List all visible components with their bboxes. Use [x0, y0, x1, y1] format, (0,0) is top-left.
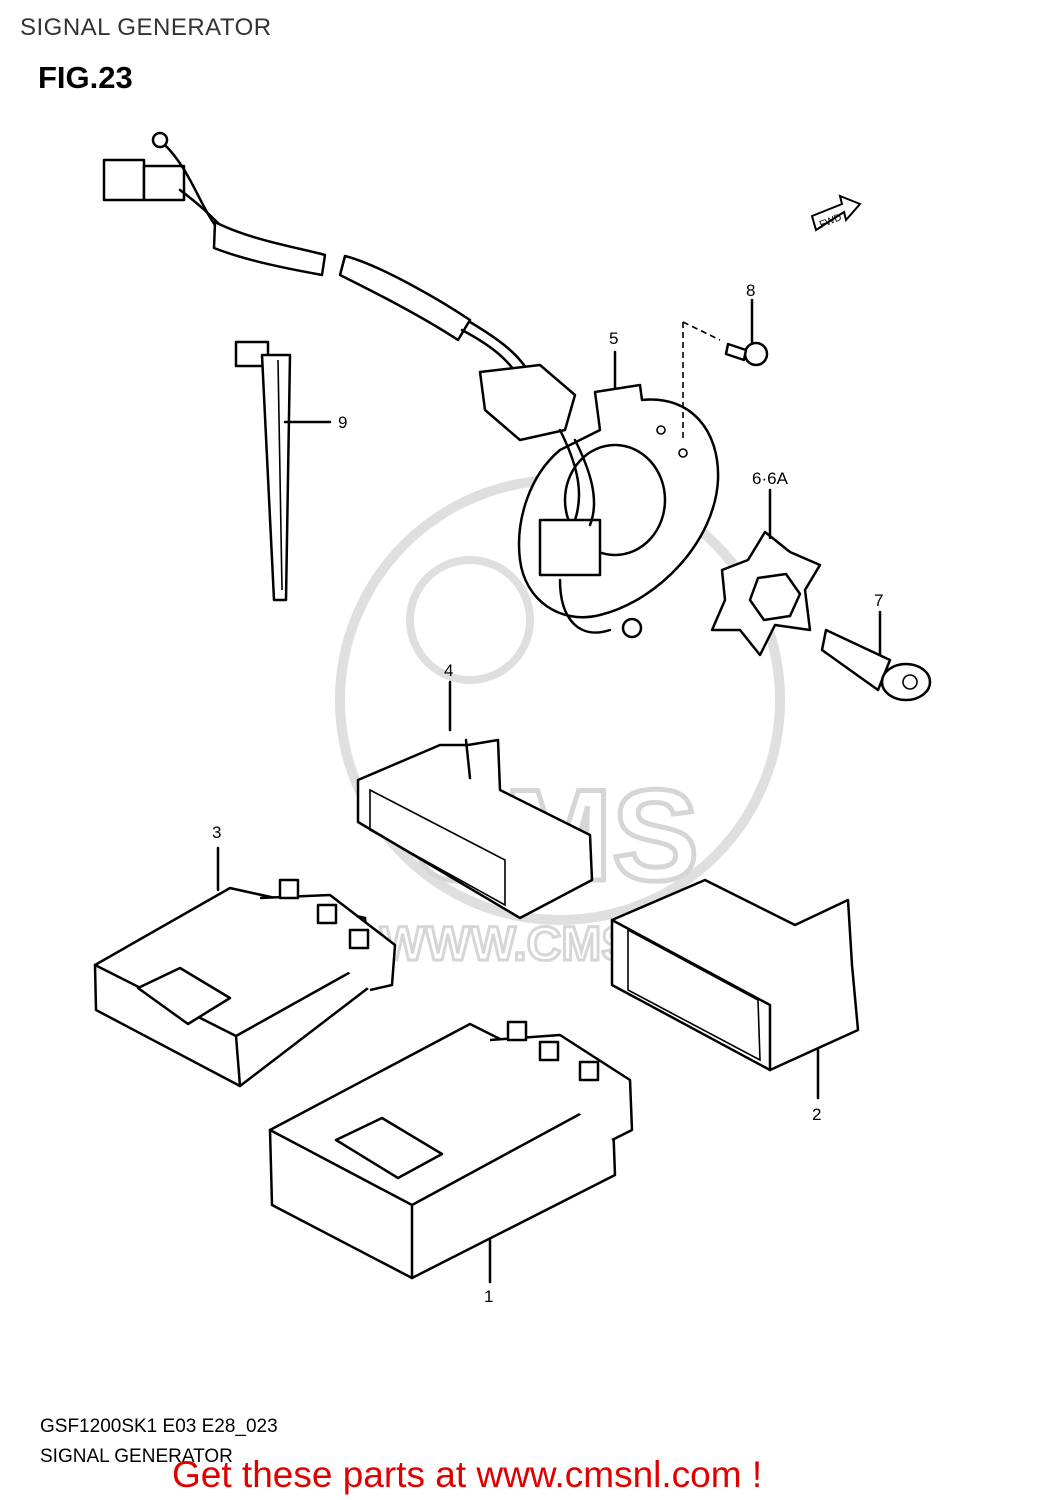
screw-head [743, 341, 769, 367]
harness-ring-terminal [151, 131, 169, 149]
pickup-coil [538, 518, 602, 577]
part-6-rotor [710, 530, 822, 657]
part-8-screw [682, 321, 769, 440]
callout-9: 9 [338, 413, 347, 432]
model-code: GSF1200SK1 E03 E28_023 [40, 1416, 278, 1437]
igniter-label [136, 966, 232, 1026]
part-1-ecm [268, 1020, 634, 1280]
watermark-logo-face [406, 556, 534, 684]
cable-tie-strap [260, 353, 292, 602]
callout-1: 1 [484, 1287, 493, 1306]
callout-3: 3 [212, 823, 221, 842]
bolt-head [880, 662, 932, 702]
callout-2: 2 [812, 1105, 821, 1124]
part-9-cable-tie [234, 340, 292, 602]
bracket-body [356, 738, 594, 920]
part-5-signal-generator [517, 383, 720, 639]
callout-5: 5 [609, 329, 618, 348]
harness-sleeve-1 [212, 220, 327, 277]
harness-grommet [478, 363, 577, 442]
ecm-label [334, 1116, 444, 1180]
igniter-connector [259, 893, 397, 992]
section-name: SIGNAL GENERATOR [40, 1446, 233, 1467]
callout-6: 6·6A [752, 469, 789, 488]
ground-terminal [621, 617, 643, 639]
screw-thread [724, 342, 748, 362]
part-3-igniter [93, 878, 397, 1088]
fwd-arrow-icon: FWD [810, 194, 862, 232]
bracket2-body [610, 878, 860, 1072]
bolt-shank [820, 628, 892, 692]
callout-8: 8 [746, 281, 755, 300]
callout-7: 7 [874, 591, 883, 610]
rotor-hex-boss [748, 572, 802, 622]
harness-connector [102, 158, 146, 202]
part-4-bracket [356, 738, 594, 920]
harness-sleeve-2 [338, 254, 472, 342]
page-title: SIGNAL GENERATOR [20, 14, 272, 41]
cta-link[interactable]: Get these parts at www.cmsnl.com ! [172, 1454, 763, 1495]
leader-lines [216, 298, 882, 1284]
figure-label: FIG.23 [38, 60, 133, 95]
ecm-housing [268, 1022, 617, 1280]
signal-generator-harness [102, 131, 577, 442]
part-7-bolt [820, 628, 932, 702]
callout-4: 4 [444, 661, 453, 680]
part-2-bracket [610, 878, 860, 1072]
